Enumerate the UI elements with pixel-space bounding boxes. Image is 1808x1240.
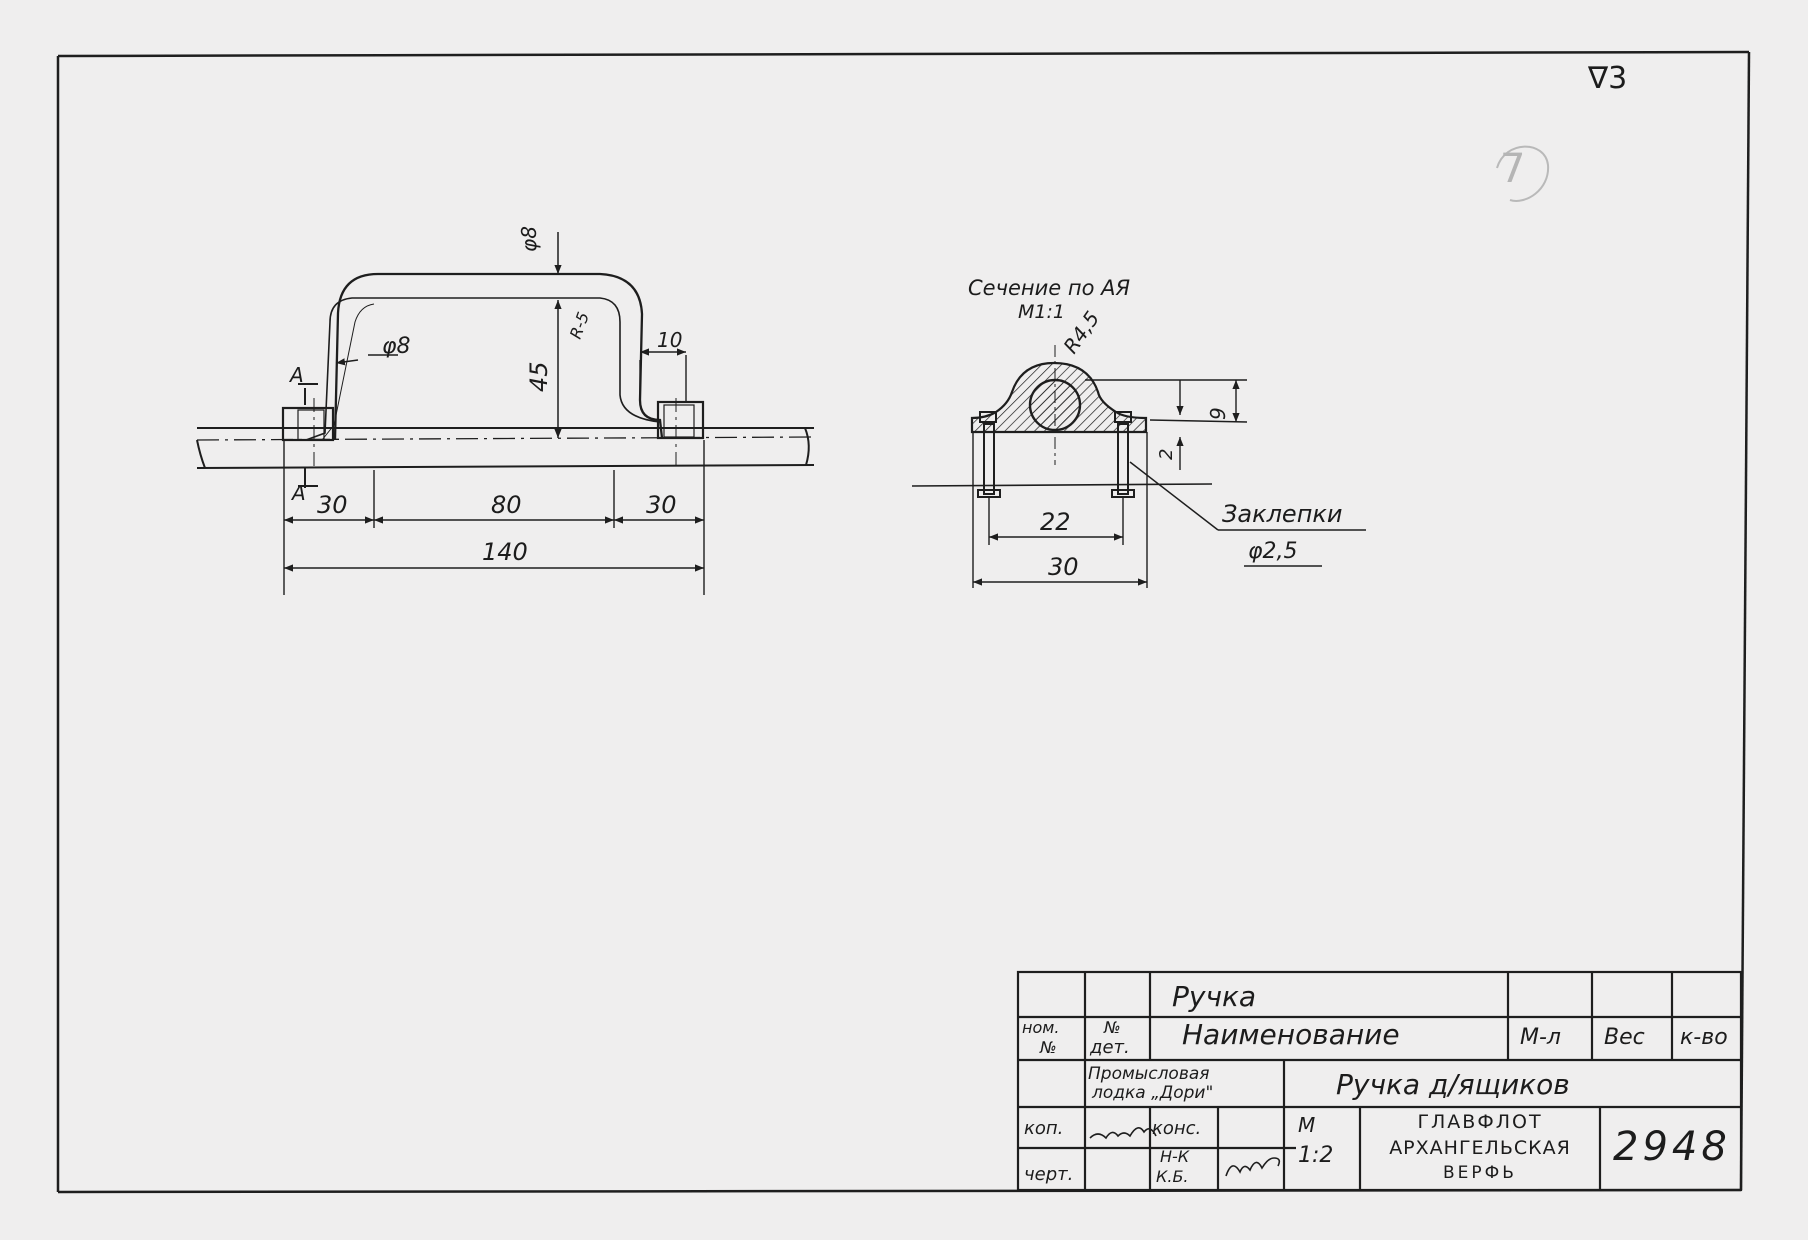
dim-overall-label: 140 — [482, 538, 528, 566]
header-material: М-л — [1520, 1025, 1561, 1050]
section-scale: М1:1 — [1018, 301, 1065, 323]
header-nom-number: № — [1039, 1038, 1057, 1057]
copied-label: коп. — [1024, 1118, 1063, 1139]
handle-view: 45 φ8 R-5 φ8 10 A A — [196, 226, 815, 595]
norm-label-1: Н-К — [1160, 1147, 1190, 1166]
dim-side-diameter-label: φ8 — [382, 334, 411, 359]
section-dim-height — [1085, 379, 1248, 470]
drawing-number: 2948 — [1613, 1124, 1731, 1170]
section-mark-top: A — [288, 363, 304, 387]
header-no: № — [1103, 1018, 1121, 1037]
dim-chain — [283, 440, 705, 595]
header-quantity: к-во — [1680, 1025, 1728, 1050]
org-line-3: ВЕРФЬ — [1443, 1163, 1517, 1183]
surface-finish-mark: ∇3 — [1587, 61, 1627, 96]
drawing-title: Ручка д/ящиков — [1336, 1068, 1570, 1101]
rivet-leader — [1129, 461, 1366, 567]
rivet-label: Заклепки — [1222, 500, 1342, 528]
rivet-left — [977, 411, 1001, 498]
org-line-1: ГЛАВФЛОТ — [1417, 1111, 1542, 1133]
section-width-label: 30 — [1048, 553, 1079, 581]
dim-side-diameter — [335, 354, 398, 366]
handle-body — [305, 272, 664, 441]
project-line-2: лодка „Дори" — [1091, 1083, 1213, 1103]
dim-foot-width-label: 10 — [657, 328, 682, 352]
section-mark-bottom: A — [290, 481, 306, 505]
scale-value: 1:2 — [1298, 1143, 1333, 1168]
signature-copier — [1089, 1127, 1157, 1140]
header-nom: ном. — [1022, 1018, 1059, 1037]
section-height-label: 9 — [1206, 407, 1230, 420]
header-weight: Вес — [1604, 1025, 1645, 1050]
svg-text:7: 7 — [1500, 146, 1525, 192]
signature-norm — [1225, 1157, 1281, 1177]
dim-height-label: 45 — [525, 361, 553, 392]
dim-middle-label: 80 — [491, 491, 522, 519]
scale-label: М — [1298, 1113, 1315, 1137]
checked-label: конс. — [1152, 1118, 1201, 1139]
dim-foot-width — [639, 348, 687, 402]
dim-left-label: 30 — [317, 491, 348, 519]
section-thickness-label: 2 — [1156, 449, 1177, 460]
rivet-diameter-label: φ2,5 — [1248, 539, 1298, 564]
drawn-label: черт. — [1024, 1164, 1073, 1185]
section-title: Сечение по АЯ — [968, 276, 1131, 300]
norm-label-2: К.Б. — [1156, 1167, 1189, 1186]
section-base-line — [911, 483, 1213, 487]
title-block: Ручка ном. № № дет. Наименование М-л Вес… — [1016, 970, 1743, 1192]
dim-top-diameter-label: φ8 — [517, 226, 541, 252]
handle-foot-right — [656, 400, 705, 440]
section-cut-line — [298, 383, 318, 488]
section-dim-bottom — [972, 432, 1148, 588]
part-name: Ручка — [1172, 980, 1256, 1013]
org-line-2: АРХАНГЕЛЬСКАЯ — [1389, 1137, 1571, 1159]
project-line-1: Промысловая — [1088, 1064, 1210, 1084]
rivet-right — [1111, 411, 1135, 498]
dim-right-label: 30 — [646, 491, 677, 519]
header-det: дет. — [1089, 1037, 1130, 1058]
section-view: Сечение по АЯ М1:1 R4,5 9 2 — [911, 276, 1366, 588]
header-name: Наименование — [1182, 1018, 1400, 1051]
handle-foot-left — [281, 406, 335, 442]
circled-number-mark: 7 — [1496, 145, 1550, 202]
section-rivet-spacing-label: 22 — [1040, 508, 1071, 536]
